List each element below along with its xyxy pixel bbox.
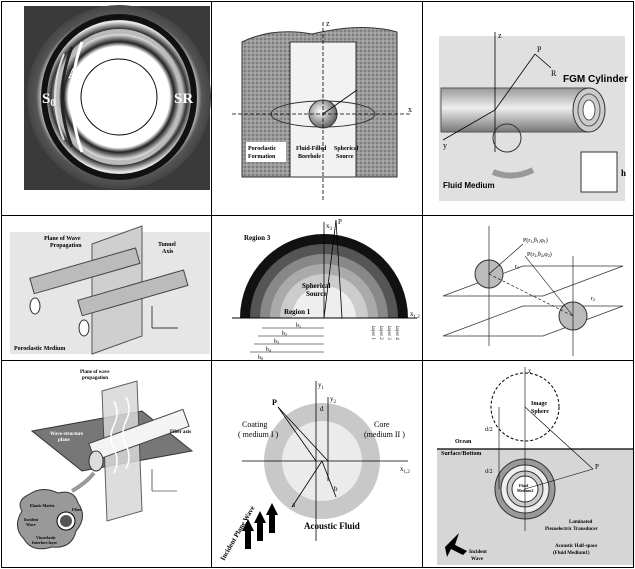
label-fluid: Acoustic Fluid [304, 521, 360, 531]
plane-upper [442, 265, 624, 297]
label-r: R [551, 69, 557, 78]
label-surface: Surface/Bottom [441, 451, 481, 457]
label-halfspace: Acoustic Half-space(Fluid Medium1) [553, 544, 598, 556]
label-core: Core(medium II ) [364, 420, 405, 439]
label-fiber: Fiber [72, 507, 82, 512]
label-region1: Region 1 [284, 308, 311, 316]
label-r1: r1 [515, 264, 519, 270]
panel-8: y1 y2 P d Coating( medium I ) Core(mediu… [211, 360, 423, 568]
label-layer2: layer 2 [378, 326, 383, 340]
tunnel-1 [29, 247, 141, 295]
label-fluid: Fluid Medium [443, 181, 495, 190]
b-labels: b1 b2 b3 b4 b0 [258, 323, 301, 361]
panel-1: S0 A0 SR [1, 1, 212, 216]
label-region3: Region 3 [244, 234, 271, 242]
label-medium: Poroelastic Medium [14, 346, 65, 352]
label-b: b [334, 485, 338, 493]
label-p: P [537, 45, 542, 54]
label-r2: r2 [591, 296, 595, 302]
label-p: P [595, 463, 599, 471]
axis-z: z [326, 19, 330, 28]
axis-x3: x3 [326, 222, 333, 232]
label-b0: b0 [258, 355, 263, 361]
axis-y: y [443, 141, 447, 150]
axis-z: z [528, 367, 531, 375]
axis-x12: x1,2 [410, 310, 420, 320]
label-fiber-axis: Fiber axis [170, 430, 191, 435]
scatterer-circle [80, 58, 158, 136]
label-layer1: layer 1 [370, 326, 375, 340]
label-b4: b4 [266, 347, 271, 353]
label-d2-bottom: d/2 [485, 469, 493, 475]
panel-8-figure: y1 y2 P d Coating( medium I ) Core(mediu… [219, 381, 410, 562]
incident-arrows [242, 503, 278, 549]
panel-3-figure: z y P R FGM Cylinder Fluid Medium h [439, 31, 628, 201]
label-s0: S0 [42, 91, 55, 109]
tunnel-2 [77, 269, 189, 317]
image-sphere [490, 372, 560, 442]
label-layer3: layer 3 [386, 326, 391, 340]
label-point1: P(r1,θ1,φ1) [523, 237, 548, 244]
label-sr: SR [174, 91, 193, 107]
label-a0: A0 [68, 66, 84, 84]
axis-y1: y1 [318, 381, 325, 391]
label-coating: Coating( medium I ) [238, 420, 279, 439]
label-b2: b2 [282, 331, 287, 337]
label-a: a [292, 501, 296, 509]
axis-x: x [408, 105, 412, 114]
label-matrix: Elastic Matrix [30, 503, 55, 508]
label-layer4: layer 4 [394, 326, 399, 340]
plane-lower [442, 305, 624, 337]
label-point2: P(r2,θ2,φ2) [527, 251, 552, 258]
incident-arrow [445, 533, 467, 557]
label-ocean: Ocean [455, 439, 472, 445]
panel-6-figure: P(r1,θ1,φ1) P(r2,θ2,φ2) r1 r2 [442, 226, 624, 356]
label-p: P [272, 398, 277, 407]
label-b3: b3 [274, 339, 279, 345]
label-h: h [621, 168, 626, 178]
title-fgm: FGM Cylinder [563, 74, 628, 85]
label-p: P [338, 218, 342, 226]
label-d: d [320, 405, 324, 413]
axis-y2: y2 [330, 395, 337, 405]
label-d2-top: d/2 [485, 427, 493, 433]
panel-3: z y P R FGM Cylinder Fluid Medium h [422, 1, 634, 216]
panel-1-figure: S0 A0 SR [24, 5, 211, 190]
label-b1: b1 [296, 323, 301, 329]
elastic-matrix [17, 489, 83, 550]
fgm-cylinder [440, 87, 590, 133]
axis-z: z [498, 31, 502, 40]
layer-labels: layer 1 layer 2 layer 3 layer 4 [370, 326, 399, 340]
panel-6: P(r1,θ1,φ1) P(r2,θ2,φ2) r1 r2 [422, 215, 634, 361]
axis-x12: x1,2 [400, 465, 410, 475]
